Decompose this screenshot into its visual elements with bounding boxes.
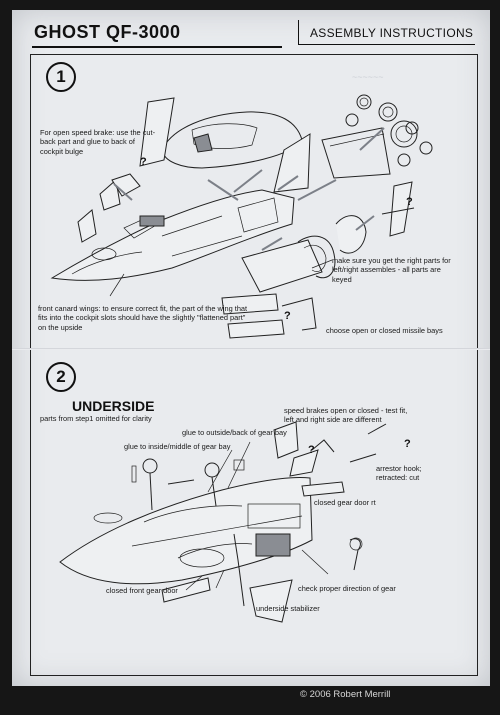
question-mark-5: ? (404, 438, 411, 450)
missile-bays-note: choose open or closed missile bays (326, 326, 443, 335)
instruction-frame (30, 54, 478, 676)
paper-fold-line (12, 348, 490, 350)
assembly-illustration (50, 94, 433, 623)
engine-nozzles (345, 94, 433, 167)
step-2-heading: UNDERSIDE (72, 398, 155, 414)
bleed-through-text: ~~~~~~ (352, 72, 384, 82)
step-2-badge: 2 (46, 362, 76, 392)
tail-fin-right (273, 133, 311, 193)
gear-door-rt-label: closed gear door rt (314, 498, 376, 507)
engine-pod (241, 215, 367, 293)
front-gear-door-label: closed front gear door (106, 586, 178, 595)
instruction-sheet: ~~~~~~ GHOST QF-3000 ASSEMBLY INSTRUCTIO… (12, 10, 490, 686)
assembly-arrows (109, 127, 385, 297)
title-underline (32, 46, 282, 48)
stabilizer-label: underside stabilizer (256, 604, 320, 613)
canard-wings (77, 173, 141, 243)
gear-outside-note: glue to outside/back of gear bay (182, 428, 287, 437)
page-title: GHOST QF-3000 (34, 22, 181, 42)
question-mark-4: ? (308, 444, 315, 456)
canard-note: front canard wings: to ensure correct fi… (38, 304, 248, 332)
front-gear-door (161, 575, 211, 603)
missile-bay-doors (221, 293, 317, 339)
speed-brake-panels (273, 421, 387, 497)
fuselage-underside (59, 477, 313, 585)
section-heading: ASSEMBLY INSTRUCTIONS (310, 26, 474, 40)
omitted-parts-note: parts from step1 omitted for clarity (40, 414, 152, 423)
step-1-badge: 1 (46, 62, 76, 92)
landing-gear-parts (131, 458, 363, 571)
gear-inside-note: glue to inside/middle of gear bay (124, 442, 231, 451)
gear-callout-lines (207, 441, 329, 589)
rear-fin (381, 181, 415, 237)
question-mark-1: ? (140, 156, 147, 168)
question-mark-3: ? (284, 310, 291, 322)
speed-brakes-note: speed brakes open or closed - test fit, … (284, 406, 408, 425)
intake-shroud (321, 127, 391, 179)
speed-brake-note: For open speed brake: use the cut-back p… (40, 128, 156, 156)
arrestor-hook-note: arrestor hook; retracted: cut (376, 464, 422, 483)
canopy-part (161, 111, 303, 169)
stabilizer-part (233, 533, 293, 623)
right-parts-note: make sure you get the right parts for le… (332, 256, 451, 284)
gear-direction-note: check proper direction of gear (298, 584, 396, 593)
copyright-text: © 2006 Robert Merrill (300, 689, 391, 700)
fuselage-step1 (50, 189, 295, 281)
section-header-box (298, 20, 475, 45)
question-mark-2: ? (406, 196, 413, 208)
tail-fin-left (139, 97, 175, 167)
